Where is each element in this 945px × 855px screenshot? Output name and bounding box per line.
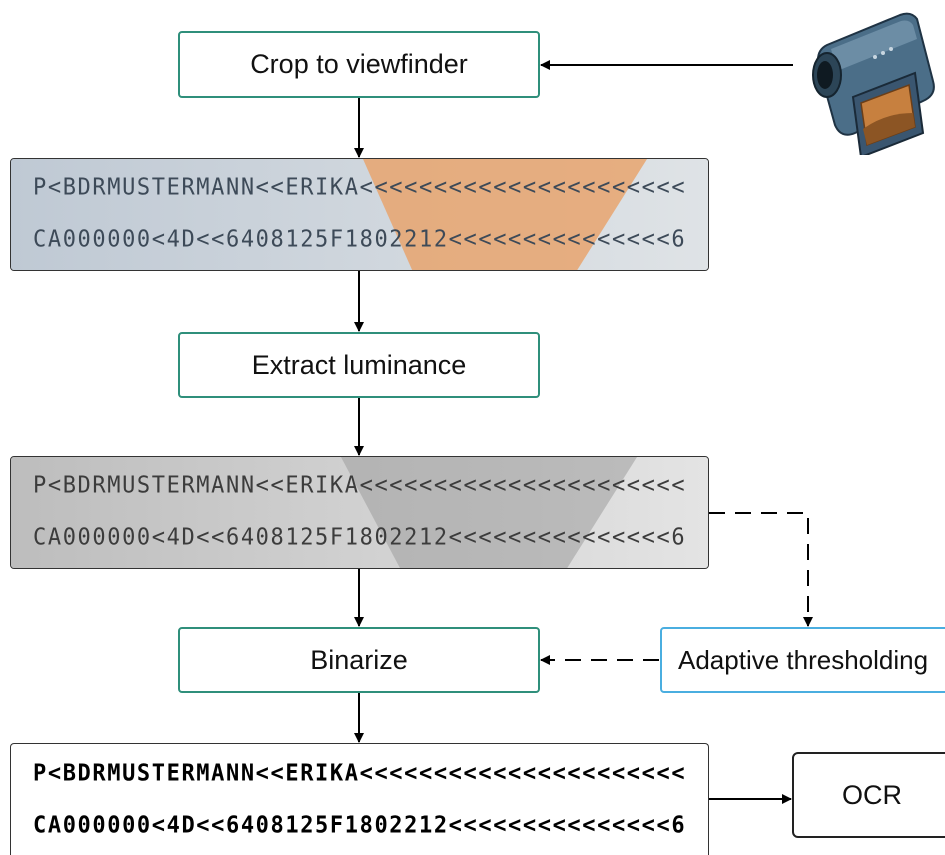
binarize-box: Binarize: [178, 627, 540, 693]
crop-to-viewfinder-box: Crop to viewfinder: [178, 31, 540, 98]
orange-highlight: [11, 159, 708, 270]
mrz-line-2: CA000000<4D<<6408125F1802212<<<<<<<<<<<<…: [33, 524, 687, 551]
ocr-box: OCR: [792, 752, 945, 838]
mrz-line-2: CA000000<4D<<6408125F1802212<<<<<<<<<<<<…: [33, 226, 687, 253]
ocr-label: OCR: [842, 779, 902, 810]
crop-to-viewfinder-label: Crop to viewfinder: [250, 49, 468, 79]
arrow-luminance-to-adaptive: [709, 512, 813, 627]
binarized-mrz-image: P<BDRMUSTERMANN<<ERIKA<<<<<<<<<<<<<<<<<<…: [10, 743, 709, 855]
adaptive-thresholding-label: Adaptive thresholding: [678, 644, 929, 675]
adaptive-thresholding-box: Adaptive thresholding: [660, 627, 945, 693]
mrz-line-1: P<BDRMUSTERMANN<<ERIKA<<<<<<<<<<<<<<<<<<…: [33, 174, 687, 201]
extract-luminance-label: Extract luminance: [251, 349, 467, 380]
cropped-color-mrz-image: P<BDRMUSTERMANN<<ERIKA<<<<<<<<<<<<<<<<<<…: [10, 158, 709, 271]
luminance-mrz-image: P<BDRMUSTERMANN<<ERIKA<<<<<<<<<<<<<<<<<<…: [10, 456, 709, 569]
mrz-line-2: CA000000<4D<<6408125F1802212<<<<<<<<<<<<…: [33, 812, 687, 839]
gray-highlight: [11, 457, 708, 568]
mrz-line-1: P<BDRMUSTERMANN<<ERIKA<<<<<<<<<<<<<<<<<<…: [33, 472, 687, 499]
binarize-label: Binarize: [310, 644, 408, 675]
extract-luminance-box: Extract luminance: [178, 332, 540, 398]
mrz-line-1: P<BDRMUSTERMANN<<ERIKA<<<<<<<<<<<<<<<<<<…: [33, 760, 687, 787]
video-camera-icon: [812, 12, 935, 155]
